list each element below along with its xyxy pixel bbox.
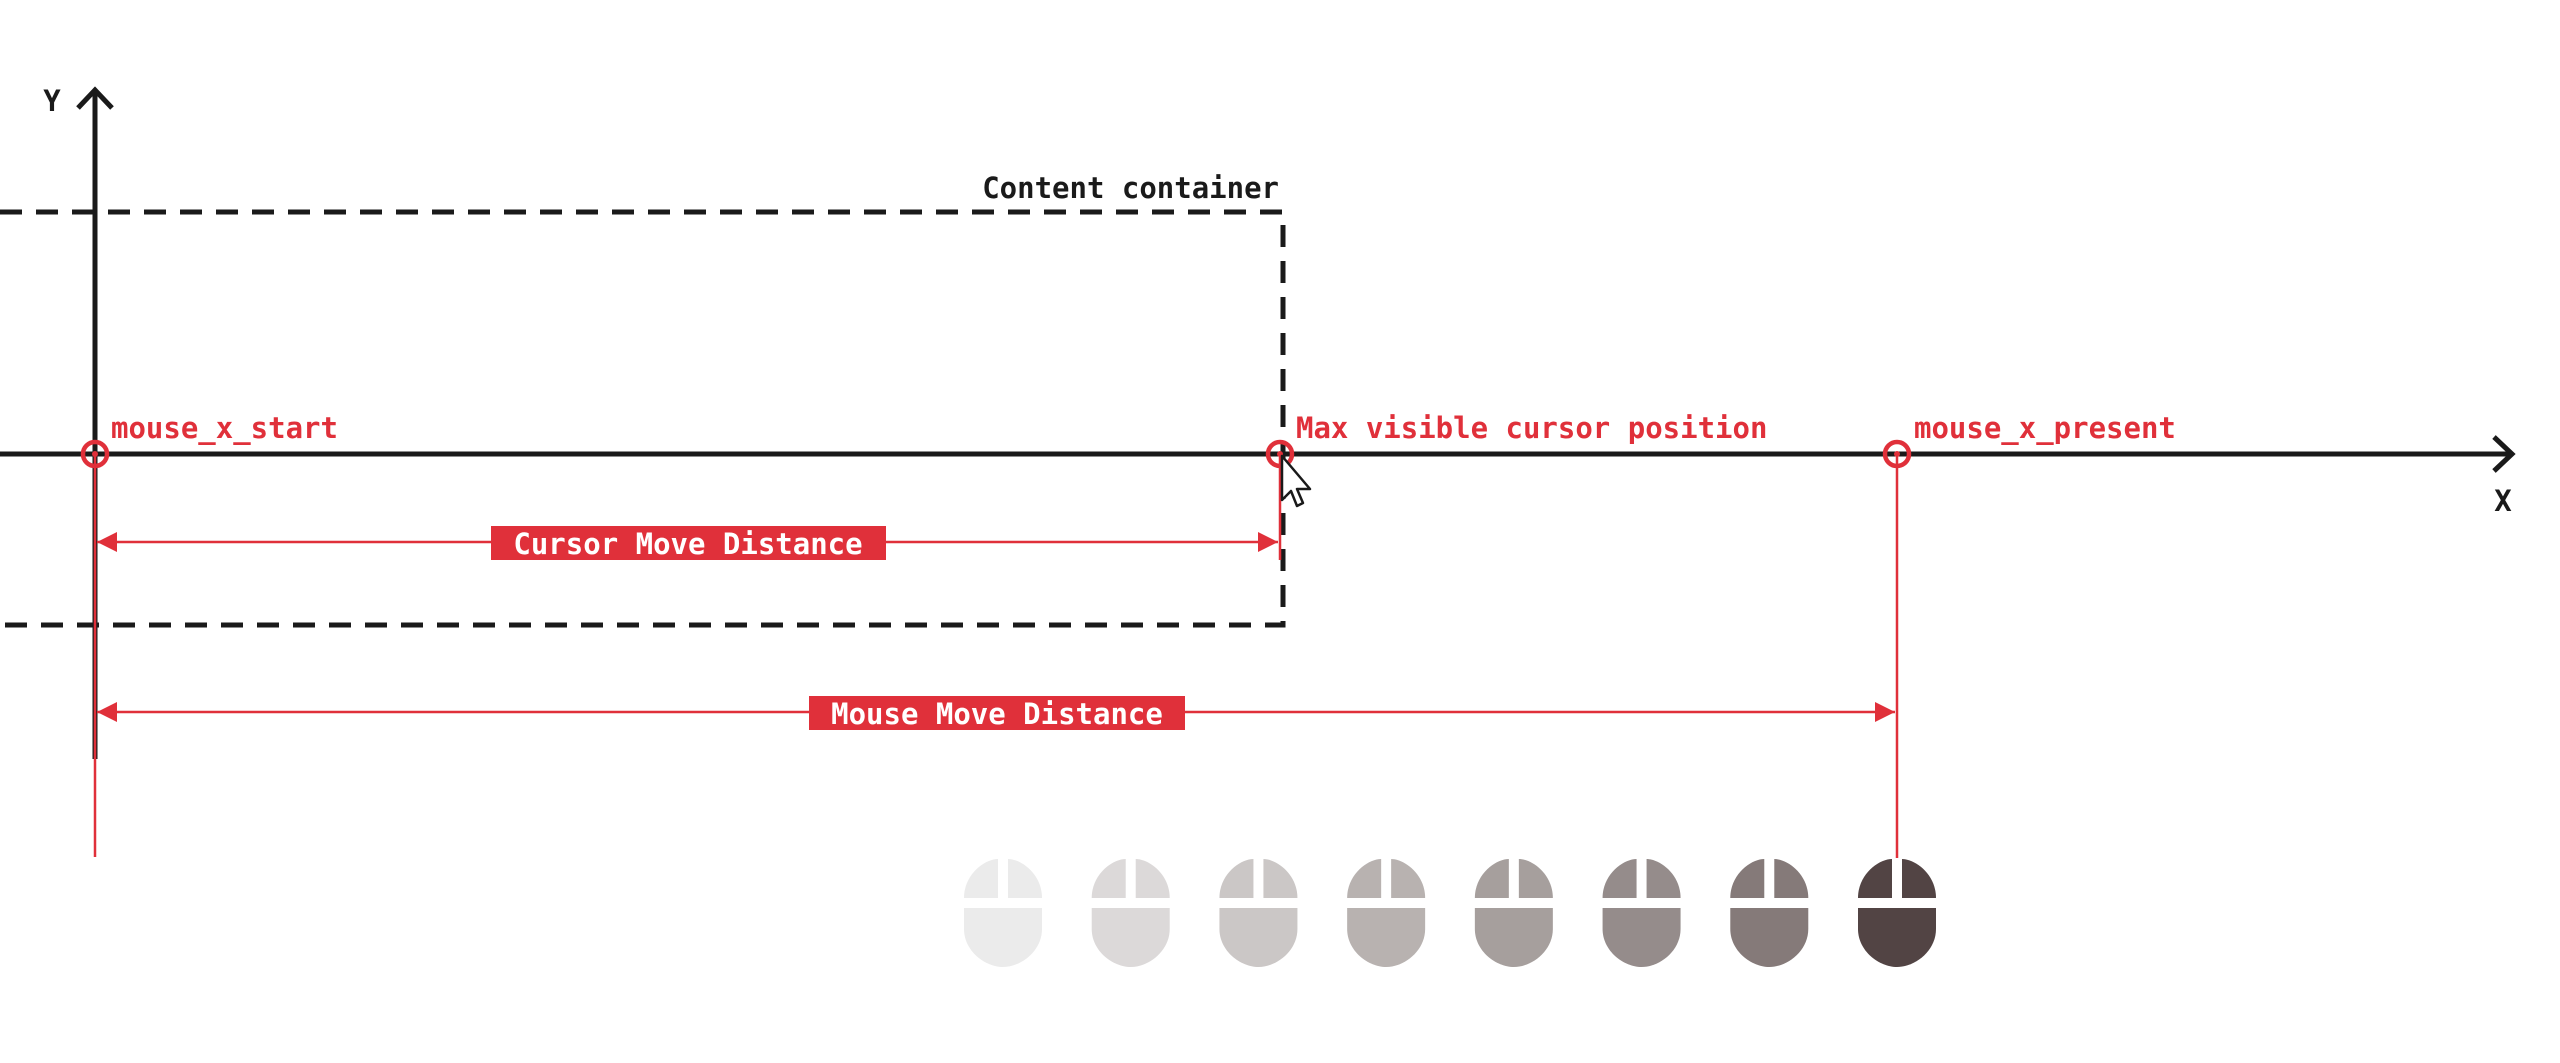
content-container-box [0,209,1286,628]
mouse-left-button [1219,859,1254,898]
mouse-left-button [1858,859,1892,898]
mouse-left-button [1730,859,1765,898]
mouse-body [1858,908,1936,967]
mouse-move-distance-label: Mouse Move Distance [831,697,1163,731]
mouse-right-button [1263,859,1298,898]
mouse-icon [964,859,1042,967]
mouse-icon [1602,859,1681,967]
cursor-move-distance-label: Cursor Move Distance [513,527,862,561]
cursor-move-distance-tag [491,526,886,560]
mouse-body [1219,908,1298,967]
mouse-icon [1091,859,1170,967]
mouse-icon [1730,859,1809,967]
mouse-right-button [1646,859,1681,898]
x-axis-arrow-icon [2492,435,2516,473]
max-visible-marker-label: Max visible cursor position [1296,411,1767,445]
start-marker-label: mouse_x_start [111,411,338,445]
mouse-left-button [1474,859,1509,898]
mouse-right-button [1902,859,1936,898]
present-marker-label: mouse_x_present [1914,411,2176,445]
mouse-icon [1474,859,1553,967]
y-axis-label: Y [43,84,61,118]
content-container-label: Content container [982,171,1279,205]
mouse-icon [1347,859,1426,967]
mouse-left-button [1347,859,1382,898]
mouse-body [1602,908,1681,967]
mouse-right-button [1774,859,1809,898]
x-axis-label: X [2494,484,2512,518]
mouse-body [1730,908,1809,967]
mouse-left-button [1091,859,1126,898]
mouse-right-button [1135,859,1170,898]
present-marker [1882,439,1912,469]
mouse-icon [1858,859,1936,967]
mouse-right-button [1518,859,1553,898]
cursor-arrow-icon [1280,454,1312,508]
mouse-left-button [1602,859,1637,898]
mouse-body [1474,908,1553,967]
mouse-body [964,908,1042,967]
start-marker [80,439,110,469]
mouse-right-button [1391,859,1426,898]
mouse-move-distance-tag [809,696,1185,730]
mouse-body [1347,908,1426,967]
mouse-trail [964,859,1936,967]
mouse-body [1091,908,1170,967]
mouse-icon [1219,859,1298,967]
mouse-left-button [964,859,998,898]
mouse-right-button [1008,859,1042,898]
y-axis-arrow-icon [76,86,114,110]
